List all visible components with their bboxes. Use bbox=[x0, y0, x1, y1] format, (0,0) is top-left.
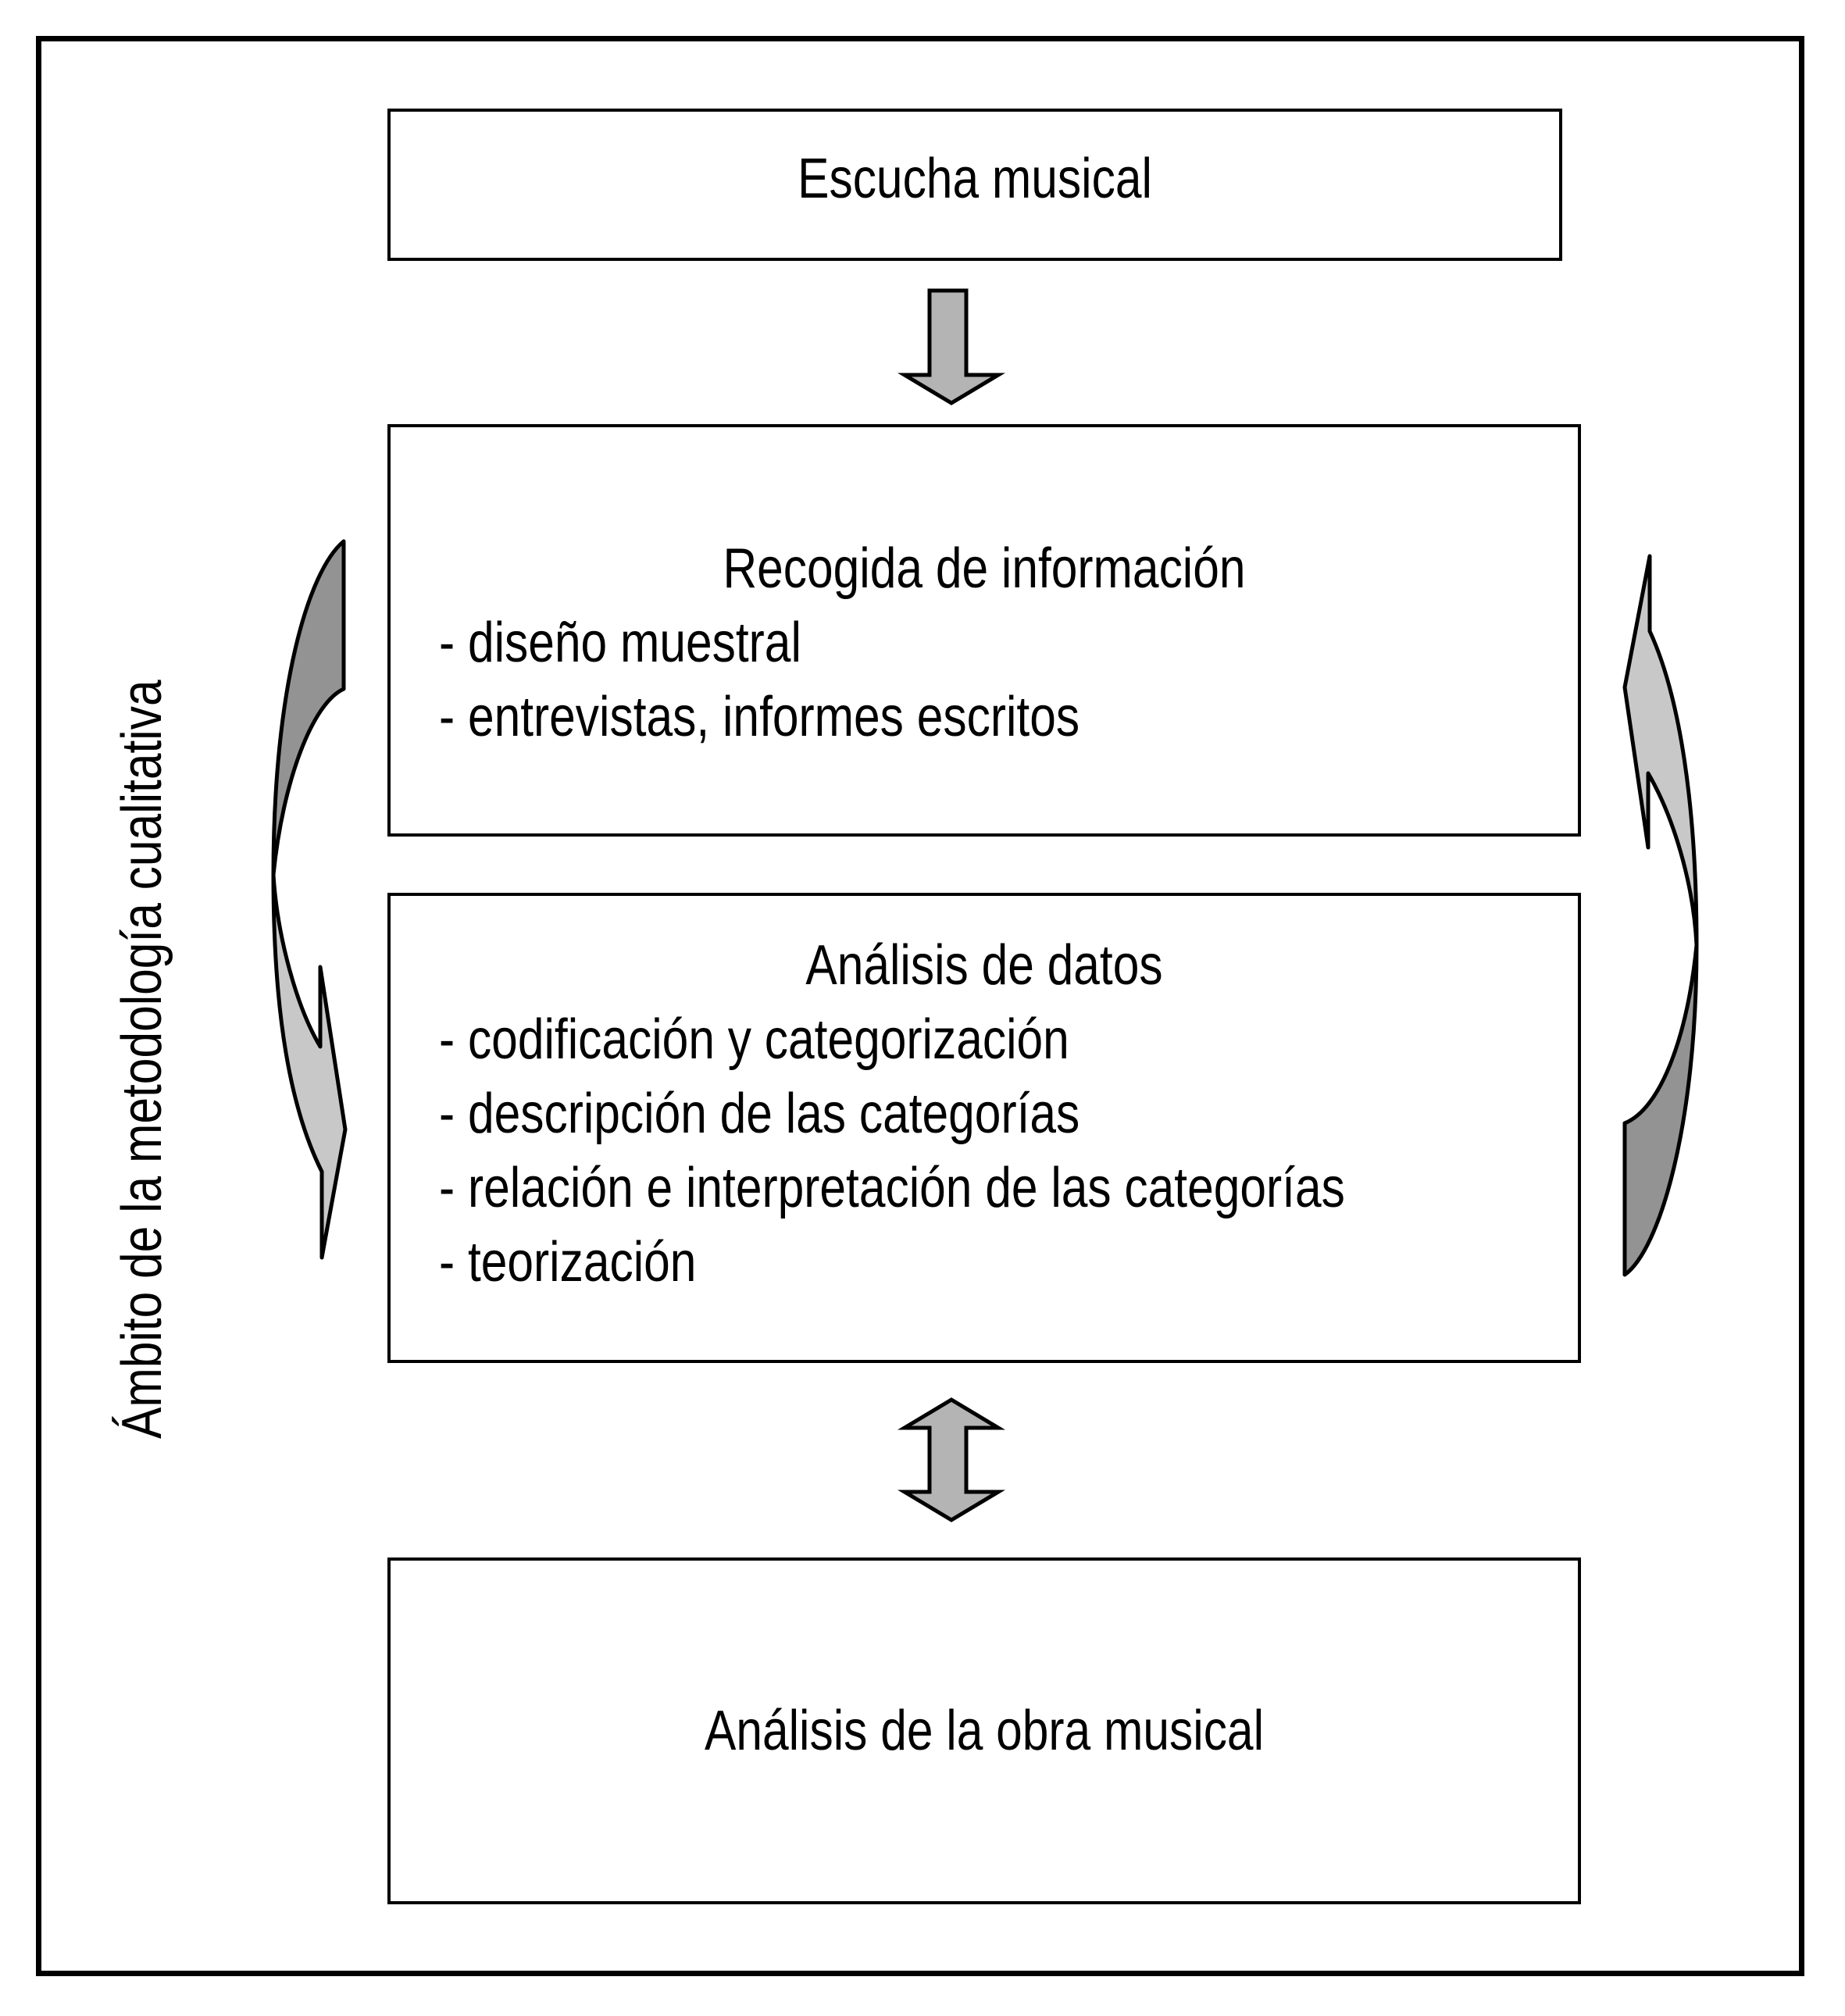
step-analisis-datos-item: - descripción de las categorías bbox=[439, 1083, 1080, 1145]
step-recogida-box bbox=[387, 424, 1581, 837]
step-recogida-title: Recogida de información bbox=[723, 537, 1246, 600]
curved-arrow-up-upper bbox=[1622, 554, 1699, 947]
step-recogida-item: - entrevistas, informes escritos bbox=[439, 686, 1080, 748]
step-recogida-item: - diseño muestral bbox=[439, 612, 801, 674]
step-analisis-datos-box bbox=[387, 893, 1581, 1363]
double-arrow-shape bbox=[897, 1397, 1006, 1522]
step-analisis-datos-item: - relación e interpretación de las categ… bbox=[439, 1157, 1345, 1219]
step-analisis-datos-item: - teorización bbox=[439, 1231, 697, 1293]
step-escucha-title: Escucha musical bbox=[798, 148, 1152, 210]
step-analisis-datos-title: Análisis de datos bbox=[805, 934, 1163, 997]
step-analisis-datos-item: - codificación y categorización bbox=[439, 1008, 1069, 1071]
down-arrow-shape bbox=[897, 288, 1006, 405]
step-escucha-box bbox=[387, 109, 1562, 261]
curved-arrow-down-upper bbox=[271, 539, 346, 877]
step-analisis-obra-box bbox=[387, 1557, 1581, 1904]
curved-arrow-down-lower bbox=[271, 872, 348, 1260]
curved-arrow-up-lower bbox=[1622, 943, 1699, 1277]
step-analisis-obra-title: Análisis de la obra musical bbox=[704, 1700, 1265, 1762]
outer-frame bbox=[36, 36, 1804, 1976]
